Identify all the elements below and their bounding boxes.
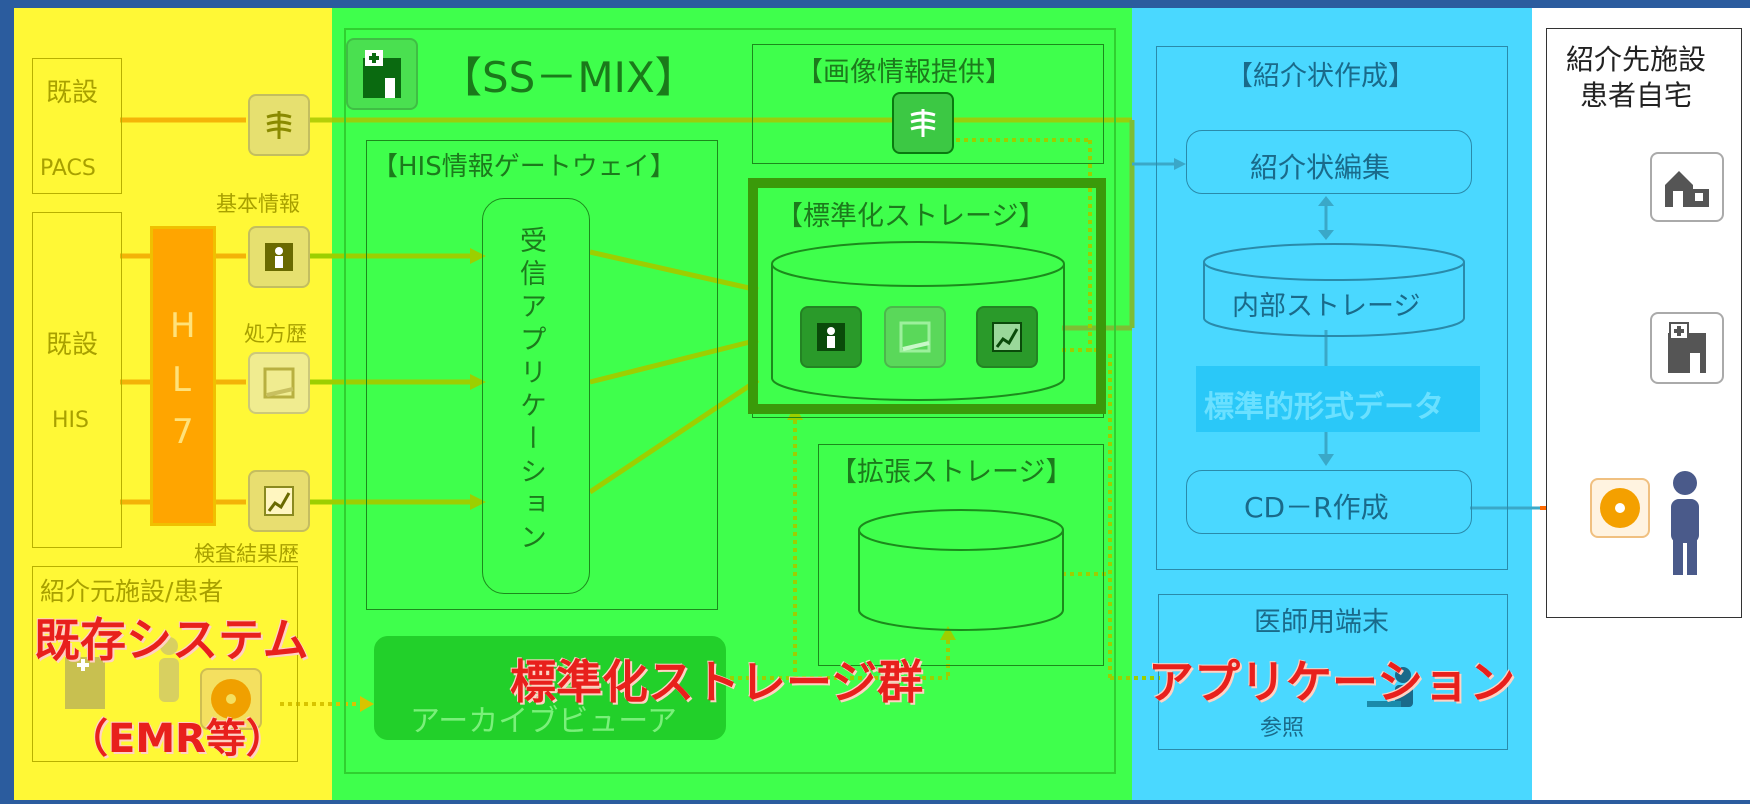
archive-viewer-box[interactable] <box>374 636 726 740</box>
pacs-box <box>32 58 122 194</box>
referral-source-label: 紹介元施設/患者 <box>40 577 224 606</box>
hospital-icon <box>54 650 116 712</box>
std-format-data-box <box>1196 366 1480 432</box>
doctor-terminal-icon <box>1362 660 1424 722</box>
destination-cd-icon <box>1590 478 1650 538</box>
hl7-block <box>150 226 216 526</box>
doctor-terminal-label: 医師用端末 <box>1254 607 1389 638</box>
destination-line2: 患者自宅 <box>1580 79 1693 112</box>
ssmix-hospital-icon <box>346 38 418 110</box>
doctor-terminal-box <box>1158 594 1508 750</box>
patient-icon <box>248 226 310 288</box>
internal-storage-label: 内部ストレージ <box>1232 291 1421 322</box>
basic-info-label: 基本情報 <box>216 192 300 216</box>
hl7-char-7: 7 <box>172 412 194 452</box>
ext-storage-title: 【拡張ストレージ】 <box>830 457 1073 488</box>
destination-line1: 紹介先施設 <box>1566 43 1707 76</box>
his-gateway-box <box>366 140 718 610</box>
storage-zone-label: 標準化ストレージ群 <box>510 655 924 709</box>
pacs-label-line1: 既設 <box>46 78 99 108</box>
existing-zone-sublabel: （EMR等） <box>68 716 286 762</box>
image-provision-title: 【画像情報提供】 <box>796 57 1012 88</box>
his-label-line1: 既設 <box>46 330 99 360</box>
referral-creation-box <box>1156 46 1508 570</box>
reference-label: 参照 <box>1260 716 1305 741</box>
ssmix-title: 【SS－MIX】 <box>440 53 697 102</box>
cdr-creation-box[interactable] <box>1186 470 1472 534</box>
patient-person-icon <box>1660 468 1710 578</box>
his-label-line2: HIS <box>52 408 89 433</box>
receiver-app-box <box>482 198 590 594</box>
ssmix-frame <box>344 28 1116 774</box>
hl7-char-h: H <box>170 306 196 346</box>
pacs-label-line2: PACS <box>40 156 96 181</box>
storage-lab-result-icon <box>976 306 1038 368</box>
archive-viewer-line2: アーカイブビューア <box>410 704 677 739</box>
referral-creation-title: 【紹介状作成】 <box>1226 61 1415 92</box>
referral-edit-box[interactable] <box>1186 130 1472 194</box>
std-format-data-label: 標準的形式データ <box>1204 390 1444 425</box>
storage-prescription-icon <box>884 306 946 368</box>
house-icon <box>1650 152 1724 222</box>
ext-storage-box <box>818 444 1104 666</box>
xray-icon <box>248 94 310 156</box>
his-box <box>32 212 122 548</box>
std-storage-title: 【標準化ストレージ】 <box>776 201 1046 232</box>
storage-patient-icon <box>800 306 862 368</box>
existing-zone-label: 既存システム <box>34 613 309 667</box>
results-label: 検査結果歴 <box>194 542 299 566</box>
hl7-char-l: L <box>172 360 191 400</box>
apps-zone-label: アプリケーション <box>1148 655 1516 709</box>
his-gateway-title: 【HIS情報ゲートウェイ】 <box>372 152 676 182</box>
prescription-icon <box>248 352 310 414</box>
image-xray-icon <box>892 92 954 154</box>
receiver-app-label: 受信アプリケーション <box>515 226 546 556</box>
prescription-label: 処方歴 <box>244 322 307 346</box>
cd-icon <box>200 668 262 730</box>
referral-edit-label: 紹介状編集 <box>1250 151 1391 184</box>
cdr-creation-label: CD－R作成 <box>1244 491 1389 524</box>
person-icon <box>138 637 200 702</box>
archive-viewer-line1: ＳＳ <box>522 660 582 695</box>
lab-result-icon <box>248 470 310 532</box>
destination-hospital-icon <box>1650 312 1724 384</box>
std-storage-highlight <box>748 178 1106 414</box>
referral-source-box <box>32 566 298 762</box>
image-provision-box <box>752 44 1104 164</box>
